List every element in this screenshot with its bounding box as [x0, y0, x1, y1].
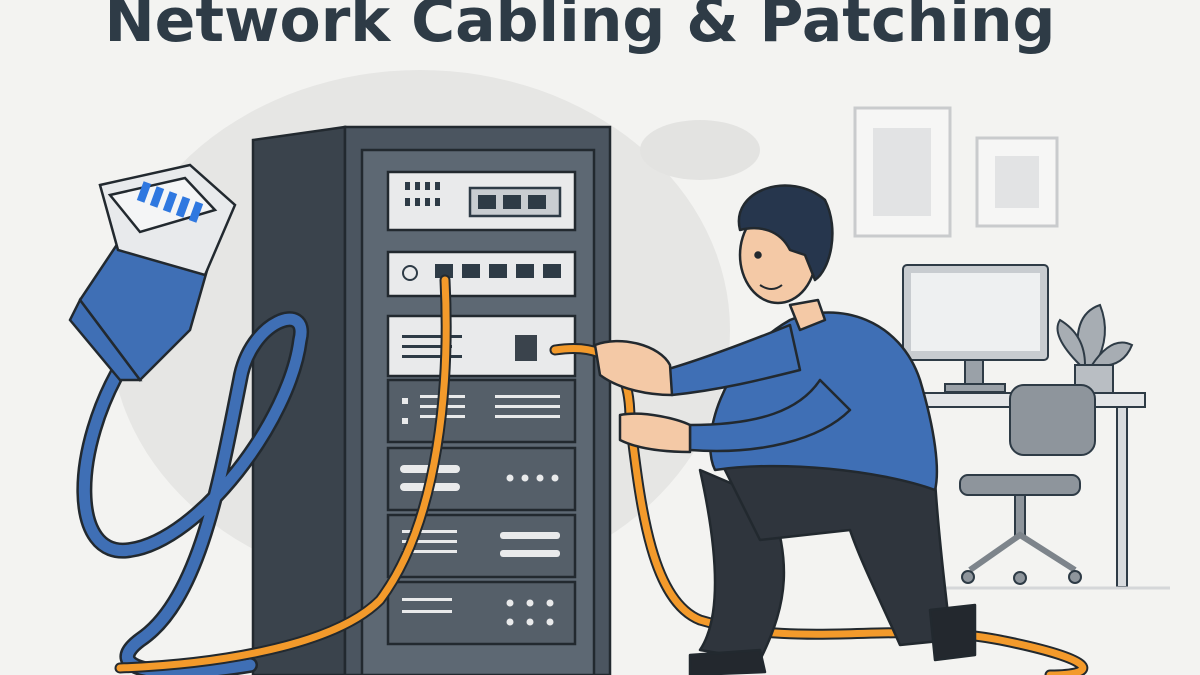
blue-ethernet-cable	[68, 163, 310, 675]
office-chair	[959, 384, 1096, 585]
technician	[593, 184, 977, 675]
page-title: Network Cabling & Patching	[104, 0, 1056, 56]
server-rack	[251, 125, 612, 675]
wall-frames	[853, 106, 1059, 238]
orange-cables	[114, 274, 1089, 675]
